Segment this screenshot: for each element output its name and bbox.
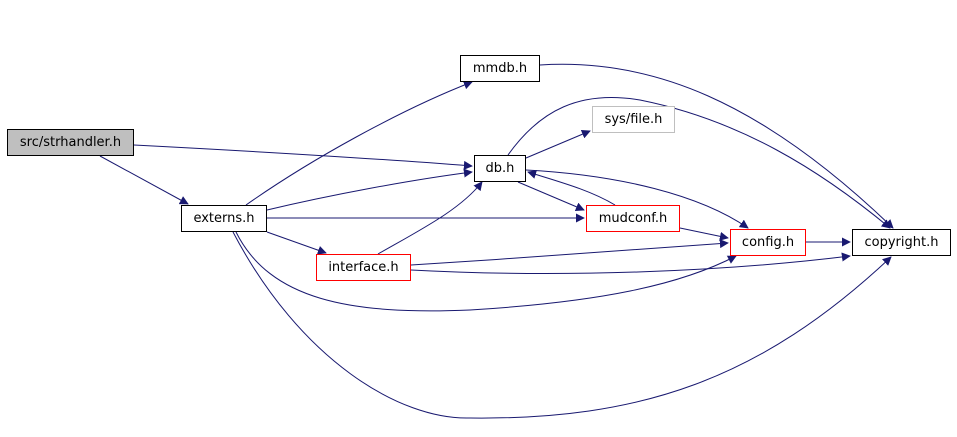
edge-src-strhandler-h-to-db-h	[133, 144, 473, 170]
edge-externs-h-to-config-h	[235, 231, 737, 312]
node-src-strhandler-h[interactable]: src/strhandler.h	[7, 129, 134, 156]
node-externs-h[interactable]: externs.h	[181, 205, 267, 232]
node-interface-h[interactable]: interface.h	[316, 254, 411, 281]
edge-db-h-to-mudconf-h	[517, 181, 585, 211]
edge-externs-h-to-interface-h	[266, 231, 327, 255]
node-db-h[interactable]: db.h	[474, 155, 526, 182]
edge-interface-h-to-copyright-h	[410, 252, 851, 275]
edge-externs-h-to-copyright-h	[232, 231, 892, 419]
edge-db-h-to-sys-file-h	[525, 130, 591, 159]
edge-interface-h-to-config-h	[410, 239, 729, 266]
edge-mudconf-h-to-db-h	[527, 170, 616, 206]
node-mudconf-h[interactable]: mudconf.h	[586, 205, 680, 232]
edge-src-strhandler-h-to-externs-h	[99, 155, 189, 205]
edge-externs-h-to-mmdb-h	[245, 80, 473, 206]
edge-interface-h-to-db-h	[377, 181, 483, 255]
node-sys-file-h[interactable]: sys/file.h	[592, 106, 675, 133]
node-config-h[interactable]: config.h	[730, 229, 806, 256]
edge-mmdb-h-to-copyright-h	[539, 63, 894, 229]
edge-externs-h-to-db-h	[266, 168, 473, 211]
edge-mudconf-h-to-config-h	[679, 227, 729, 241]
node-copyright-h[interactable]: copyright.h	[852, 229, 951, 256]
edge-db-h-to-copyright-h	[507, 96, 891, 229]
edge-db-h-to-config-h	[525, 169, 749, 229]
node-mmdb-h[interactable]: mmdb.h	[460, 55, 540, 82]
